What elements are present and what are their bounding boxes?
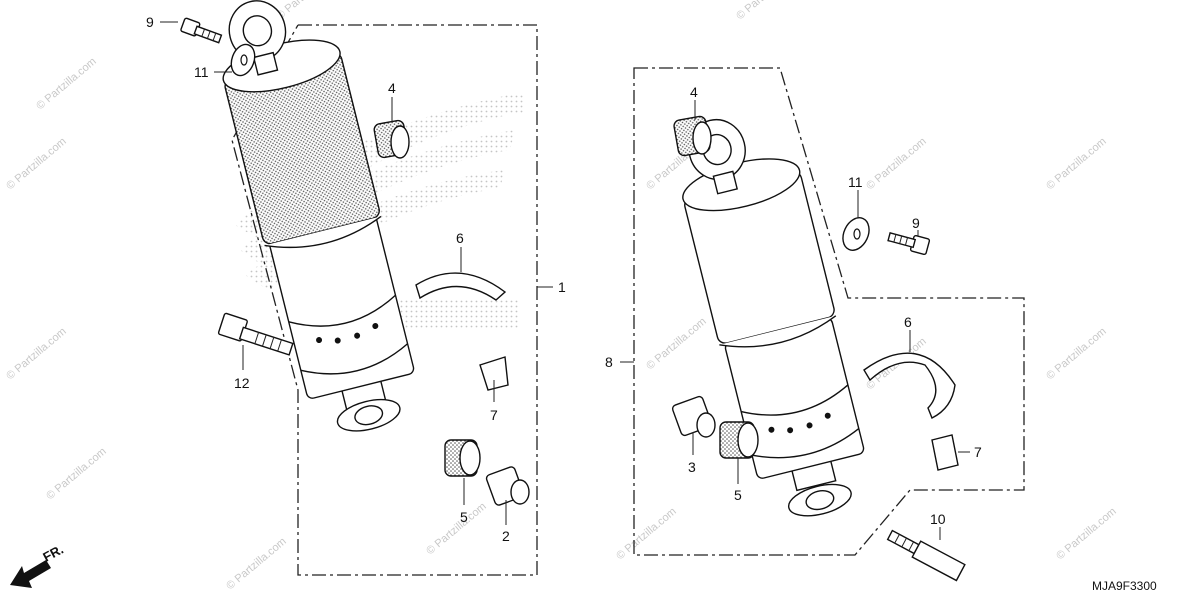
callout-label: 9 [146, 14, 154, 30]
watermark-text: © Partzilla.com [1044, 135, 1108, 192]
watermark-text: © Partzilla.com [614, 505, 678, 562]
callout-label: 11 [848, 174, 863, 190]
stud-10 [886, 529, 966, 582]
watermark-text: © Partzilla.com [644, 315, 708, 372]
callout-label: 12 [234, 375, 250, 391]
cushion-7-right [931, 434, 959, 471]
callout-label: 7 [490, 407, 498, 423]
bushing-4-right [673, 115, 712, 157]
bushing-5-left [444, 439, 481, 477]
callout-label: 8 [605, 354, 613, 370]
callout-label: 4 [690, 84, 698, 100]
watermark-text: © Partzilla.com [1044, 325, 1108, 382]
watermark-text: © Partzilla.com [224, 535, 288, 592]
watermark-text: © Partzilla.com [34, 55, 98, 112]
bolt-9-left [180, 17, 223, 44]
cushion-7-left [479, 356, 509, 391]
callouts-left: 9 11 4 6 1 12 7 5 2 [146, 14, 566, 544]
front-direction-indicator: FR. [10, 542, 66, 588]
diagram-code: MJA9F3300 [1092, 579, 1157, 593]
shock-absorber-left [222, 0, 415, 432]
bushing-4-left [373, 119, 410, 159]
callouts-right: 4 11 9 6 8 7 3 5 10 [605, 84, 982, 527]
callout-label: 1 [558, 279, 566, 295]
left-group-boundary [231, 24, 538, 576]
washer-11-right [842, 217, 870, 251]
watermark-text: © Partzilla.com [1054, 505, 1118, 562]
washer-11-left [230, 43, 256, 77]
callout-label: 2 [502, 528, 510, 544]
callout-label: 10 [930, 511, 946, 527]
callout-label: 7 [974, 444, 982, 460]
watermark-layer: © Partzilla.com © Partzilla.com © Partzi… [4, 0, 1118, 592]
right-assembly [620, 67, 1025, 582]
front-arrow-icon [10, 560, 51, 588]
callout-label: 11 [194, 64, 209, 80]
bolt-12 [217, 312, 294, 356]
shock-absorber-right [682, 118, 865, 517]
bushing-5-right [719, 421, 759, 459]
watermark-text: © Partzilla.com [44, 445, 108, 502]
callout-label: 4 [388, 80, 396, 96]
callout-label: 9 [912, 215, 920, 231]
callout-label: 6 [904, 314, 912, 330]
watermark-text: © Partzilla.com [4, 135, 68, 192]
callout-label: 3 [688, 459, 696, 475]
left-assembly [160, 0, 553, 576]
band-6-left [415, 272, 507, 301]
callout-label: 5 [734, 487, 742, 503]
watermark-text: © Partzilla.com [4, 325, 68, 382]
collar-3 [671, 395, 716, 438]
bolt-9-right [887, 231, 931, 256]
callout-label: 5 [460, 509, 468, 525]
band-6-right [863, 352, 956, 419]
callout-label: 6 [456, 230, 464, 246]
right-group-boundary [633, 67, 1025, 556]
collar-2 [485, 466, 530, 506]
watermark-text: © Partzilla.com [424, 500, 488, 557]
watermark-text: © Partzilla.com [734, 0, 798, 22]
watermark-text: © Partzilla.com [274, 0, 338, 22]
watermark-text: © Partzilla.com [864, 135, 928, 192]
